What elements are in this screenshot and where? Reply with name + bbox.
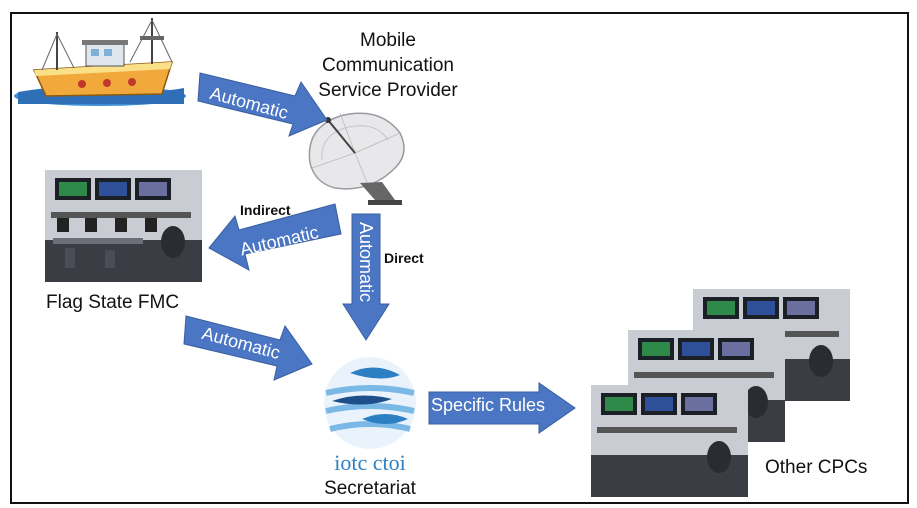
- arrow-provider-to-secretariat-label: Automatic: [356, 222, 376, 303]
- arrow-flag-to-secretariat: [183, 315, 313, 381]
- satellite-dish-icon: [308, 112, 405, 205]
- fishing-boat-icon: [14, 18, 186, 106]
- iotc-fish-logo: [324, 357, 416, 449]
- arrow-boat-to-provider: [197, 72, 328, 137]
- diagram-frame: [10, 12, 909, 504]
- iotc-logo-text: iotc ctoi: [334, 450, 406, 475]
- arrow-provider-to-secretariat: [342, 213, 390, 341]
- direct-label: Direct: [384, 250, 424, 266]
- flag-state-label: Flag State FMC: [46, 292, 180, 313]
- secretariat-label: Secretariat: [324, 478, 416, 499]
- other-cpcs-label: Other CPCs: [765, 457, 868, 478]
- arrow-secretariat-to-cpcs: [428, 382, 576, 434]
- arrow-secretariat-to-cpcs-label: Specific Rules: [431, 395, 546, 415]
- indirect-label: Indirect: [240, 202, 291, 218]
- arrow-provider-to-flag: [208, 203, 342, 271]
- provider-label: Mobile Communication Service Provider: [318, 30, 458, 101]
